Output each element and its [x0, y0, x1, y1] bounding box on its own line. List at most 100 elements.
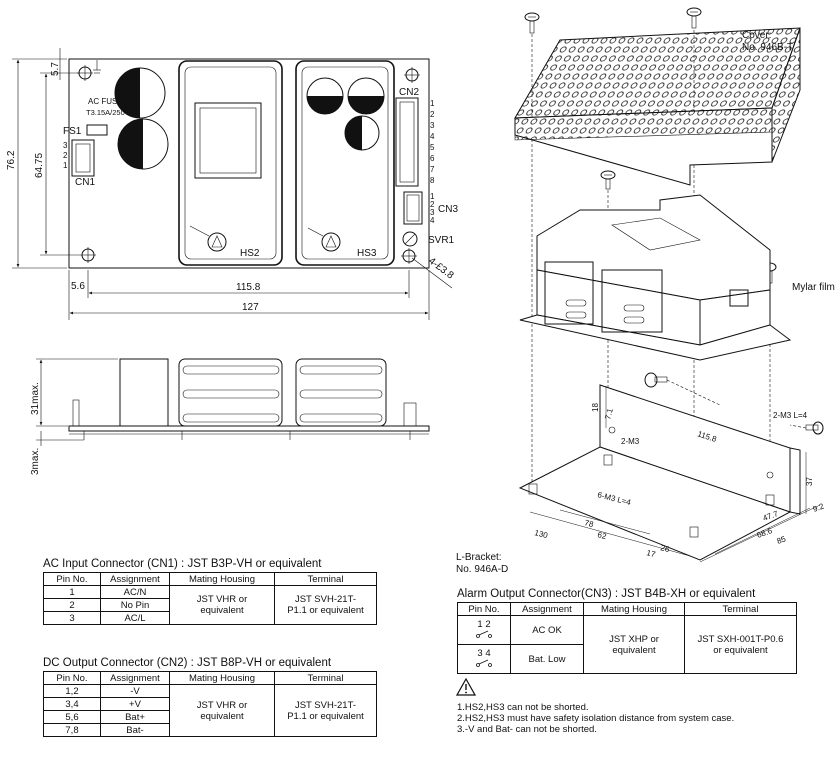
switch-contact-icon [476, 630, 492, 638]
assignment-cell: Bat- [100, 723, 170, 737]
cn1-pin-label: 3 [63, 141, 68, 150]
dim-18: 18 [591, 403, 600, 412]
dim-7-1: 7.1 [603, 407, 615, 421]
cover-label-2: No. 946B-T [742, 42, 793, 53]
switch-contact-icon [476, 659, 492, 667]
cn1-table: Pin No. Assignment Mating Housing Termin… [43, 572, 377, 625]
dim-130: 130 [534, 528, 550, 540]
dim-height: 76.2 [6, 150, 17, 170]
side-view: 31max. 3max. [30, 358, 430, 475]
dim-85: 85 [776, 534, 788, 546]
connector-cn1 [71, 139, 95, 177]
bracket-label-1: L-Bracket: [456, 552, 502, 563]
hs2-label: HS2 [240, 248, 260, 259]
cn3-table-title: Alarm Output Connector(CN3) : JST B4B-XH… [457, 588, 756, 600]
table-row: 7,8 Bat- [43, 723, 377, 737]
mylar-label: Mylar film [792, 282, 835, 293]
hs3-label: HS3 [357, 248, 377, 259]
column-header: Pin No. [457, 602, 511, 616]
cn2-pin-label: 2 [430, 110, 435, 119]
column-header: Assignment [100, 572, 170, 586]
fuse-label-2: T3.15A/250V [86, 108, 130, 117]
cn2-pin-label: 4 [430, 132, 435, 141]
warning-icon [456, 678, 476, 696]
cn2-pin-label: 6 [430, 154, 435, 163]
dim-width: 127 [242, 302, 259, 313]
table-row: 3,4 +V [43, 697, 377, 711]
svr1-label: SVR1 [428, 235, 455, 246]
cn3-pin-label: 4 [430, 216, 435, 225]
note-item: 2.HS2,HS3 must have safety isolation dis… [457, 713, 735, 724]
cn3-pin-label: 1 [430, 192, 435, 201]
terminal-cell: JST SVH-21T-P1.1 or equivalent [274, 585, 377, 625]
table-row: 1,2 -V JST VHR or equivalent JST SVH-21T… [43, 684, 377, 737]
pin-cell: 7,8 [43, 723, 101, 737]
cn2-label: CN2 [399, 87, 419, 98]
assignment-cell: +V [100, 697, 170, 711]
pin-cell: 2 [43, 598, 101, 612]
terminal-cell: JST SVH-21T-P1.1 or equivalent [274, 684, 377, 737]
assignment-cell: Bat+ [100, 710, 170, 724]
column-header: Mating Housing [169, 671, 275, 685]
dim-hole-span: 115.8 [236, 282, 261, 293]
fs1-label: FS1 [63, 126, 82, 137]
exploded-view: Cover: No. 946B-T Mylar film [456, 7, 835, 575]
pin-cell: 1,2 [43, 684, 101, 698]
dim-2m3-l4: 2-M3 L=4 [773, 411, 808, 420]
fuse-fs1 [86, 124, 108, 136]
cn3-pin-label: 2 [430, 200, 435, 209]
l-bracket-946a-d [518, 384, 801, 561]
heatsink-hs3 [295, 60, 395, 266]
cn1-label: CN1 [75, 177, 95, 188]
dim-2m3: 2-M3 [621, 437, 640, 446]
pin-cell: 3 [43, 611, 101, 625]
housing-cell: JST VHR or equivalent [169, 585, 275, 625]
top-view-dimensions: 76.2 64.75 5.7 5.6 115.8 127 [6, 48, 430, 320]
pin-cell: 3 4 [457, 644, 511, 674]
note-item: 1.HS2,HS3 can not be shorted. [457, 702, 589, 713]
assignment-cell: AC/L [100, 611, 170, 625]
dim-top: 5.7 [50, 62, 61, 76]
connector-cn3 [403, 191, 423, 225]
heatsink-hs2 [178, 60, 283, 266]
assignment-cell: No Pin [100, 598, 170, 612]
screw-icon [524, 7, 824, 435]
dim-9-2: 9.2 [812, 501, 826, 513]
cn2-table: Pin No. Assignment Mating Housing Termin… [43, 671, 377, 737]
dim-left: 5.6 [71, 281, 85, 292]
dim-17: 17 [646, 548, 657, 559]
note-item: 3.-V and Bat- can not be shorted. [457, 724, 597, 735]
column-header: Pin No. [43, 671, 101, 685]
column-header: Terminal [274, 572, 377, 586]
pin-cell: 1 2 [457, 615, 511, 645]
ground-icon [93, 60, 101, 74]
column-header: Assignment [510, 602, 584, 616]
dim-hole-pitch: 64.75 [34, 153, 45, 178]
mounting-hole-icon [77, 65, 420, 264]
terminal-cell: JST SXH-001T-P0.6 or equivalent [684, 615, 797, 674]
cn3-table: Pin No. Assignment Mating Housing Termin… [457, 602, 797, 674]
column-header: Terminal [684, 602, 797, 616]
bracket-label-2: No. 946A-D [456, 564, 508, 575]
side-dim-height: 31max. [30, 382, 41, 415]
housing-cell: JST XHP or equivalent [583, 615, 685, 674]
cn1-pin-label: 2 [63, 151, 68, 160]
table-row: 1 2 AC OK JST XHP or equivalent JST SXH-… [457, 615, 797, 674]
cn2-pin-label: 7 [430, 165, 435, 174]
pin-cell: 5,6 [43, 710, 101, 724]
pin-cell: 1 [43, 585, 101, 599]
table-row: 3 AC/L [43, 611, 377, 625]
column-header: Mating Housing [169, 572, 275, 586]
cover-946b-t [514, 27, 801, 186]
cn1-table-title: AC Input Connector (CN1) : JST B3P-VH or… [43, 558, 322, 570]
dim-62: 62 [597, 530, 608, 541]
assignment-cell: AC/N [100, 585, 170, 599]
cn2-pin-label: 1 [430, 99, 435, 108]
side-dim-under: 3max. [30, 448, 41, 475]
cn2-pin-label: 5 [430, 143, 435, 152]
cn1-pin-label: 1 [63, 161, 68, 170]
power-supply-unit [519, 194, 792, 361]
dim-26: 26 [660, 543, 671, 554]
table-row: 3 4 Bat. Low [457, 644, 797, 674]
